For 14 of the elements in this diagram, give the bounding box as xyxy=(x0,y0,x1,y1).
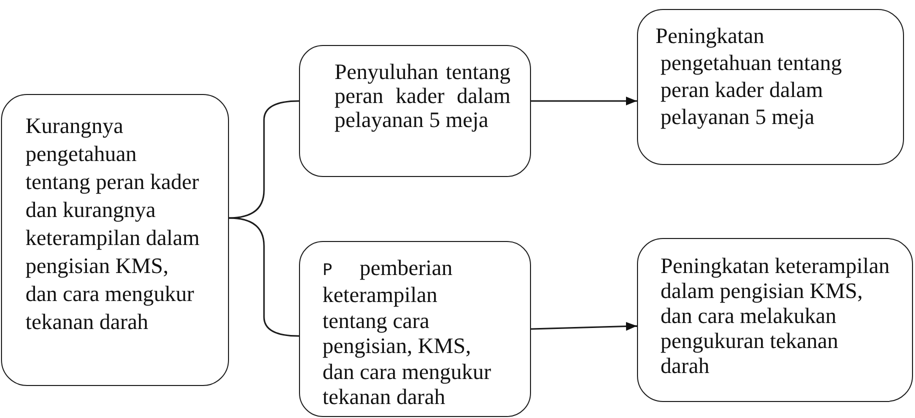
rounded-box xyxy=(637,9,904,165)
rounded-box xyxy=(1,94,229,386)
rounded-box xyxy=(637,238,913,402)
box-label: P pemberian keterampilan tentang cara pengisian, KMS, dan cara mengukur tekanan darah xyxy=(322,254,492,410)
box-label: Peningkatan keterampilan dalam pengisian KMS, dan cara melakukan pengukuran tekanan darah xyxy=(660,252,891,378)
arrow xyxy=(531,96,637,106)
connector-line xyxy=(228,100,300,219)
arrow xyxy=(530,322,638,331)
rounded-box xyxy=(299,45,531,177)
box-label: Penyuluhan tentang peran kader dalam pelayanan 5 meja xyxy=(334,60,510,132)
box-label: Peningkatan pengetahuan tentang peran kader dalam pelayanan 5 meja xyxy=(656,22,843,130)
connector-line xyxy=(228,217,300,337)
box-label: Kurangnya pengetahuan tentang peran kader dan kurangnya keterampilan dalam pengisian KMS, dan cara mengukur tekanan darah xyxy=(26,112,201,336)
rounded-box xyxy=(299,241,531,417)
